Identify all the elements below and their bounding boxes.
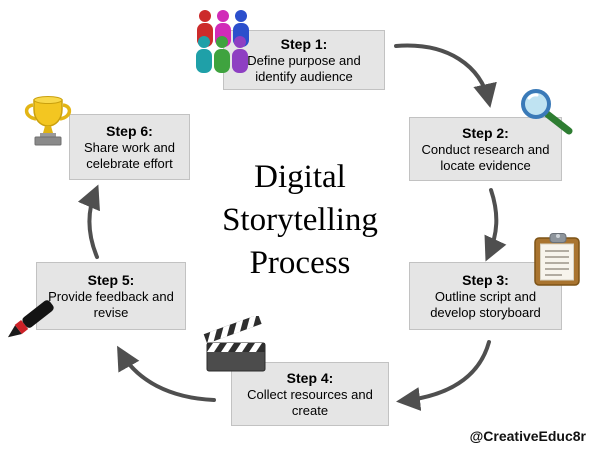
clipboard-icon xyxy=(532,231,584,288)
arrow-step5-to-step6 xyxy=(77,184,100,259)
step-4-text: Collect resources and create xyxy=(247,387,373,418)
title-line-1: Digital xyxy=(254,159,346,195)
step-3-text: Outline script and develop storyboard xyxy=(430,289,541,320)
arrow-step3-to-step4 xyxy=(396,340,491,411)
people-group-icon xyxy=(192,6,254,76)
step-2-text: Conduct research and locate evidence xyxy=(421,142,550,173)
step-6-text: Share work and celebrate effort xyxy=(83,140,176,171)
arrow-step1-to-step2 xyxy=(394,43,497,108)
magnifying-glass-icon xyxy=(516,86,580,136)
step-5-text: Provide feedback and revise xyxy=(48,289,174,320)
title-line-3: Process xyxy=(249,245,351,281)
step-6-label: Step 6: xyxy=(106,123,153,139)
watermark-credit: @CreativeEduc8r xyxy=(469,428,586,444)
step-4-label: Step 4: xyxy=(286,370,334,386)
arrow-step4-to-step5 xyxy=(117,345,216,402)
diagram-title: Digital Storytelling Process xyxy=(190,156,410,285)
clapperboard-icon xyxy=(202,314,274,378)
step-1-box: Step 1: Define purpose and identify audi… xyxy=(223,30,385,90)
step-2-label: Step 2: xyxy=(462,125,509,141)
step-5-box: Step 5: Provide feedback and revise xyxy=(36,262,186,330)
step-3-box: Step 3: Outline script and develop story… xyxy=(409,262,562,330)
step-4-box: Step 4: Collect resources and create xyxy=(231,362,389,426)
trophy-icon xyxy=(21,93,75,153)
step-3-label: Step 3: xyxy=(462,272,509,288)
arrow-step2-to-step3 xyxy=(484,188,507,262)
step-2-box: Step 2: Conduct research and locate evid… xyxy=(409,117,562,181)
title-line-2: Storytelling xyxy=(222,202,378,238)
step-1-text: Define purpose and identify audience xyxy=(247,53,361,84)
step-5-label: Step 5: xyxy=(87,272,135,288)
step-1-label: Step 1: xyxy=(280,36,328,52)
pen-icon xyxy=(0,291,64,349)
step-6-box: Step 6: Share work and celebrate effort xyxy=(69,114,190,180)
